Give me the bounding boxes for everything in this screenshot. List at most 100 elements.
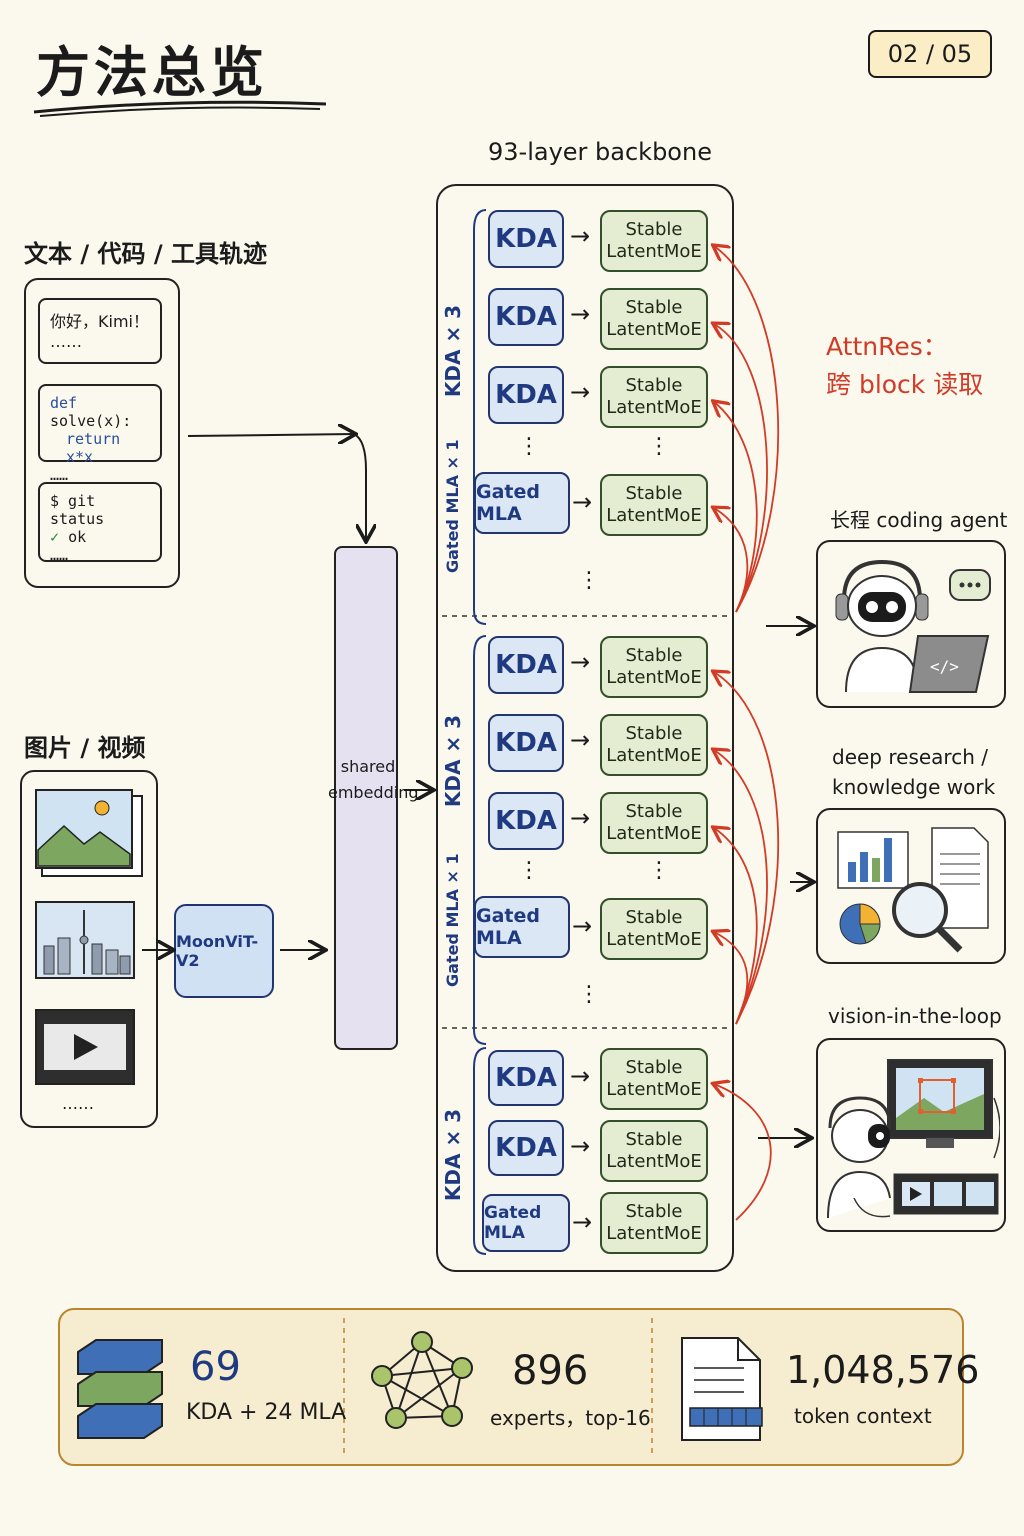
group-brackets [473, 209, 487, 1255]
arrow-right-icon: → [572, 488, 593, 516]
layer-stack-icon [77, 1339, 163, 1439]
research-card [816, 808, 1006, 964]
arrow-right-icon: → [572, 1208, 593, 1236]
code-ellipsis: …… [50, 466, 69, 484]
moe-line2: LatentMoE [606, 1079, 702, 1100]
media-more: …… [62, 1094, 94, 1113]
attnres-line1: AttnRes： [826, 332, 948, 361]
moe-line2: LatentMoE [606, 929, 702, 950]
arrow-right-icon: → [570, 222, 591, 250]
moe-line1: Stable [625, 375, 683, 396]
code-line2: x*x [66, 448, 94, 466]
moe-line1: Stable [625, 645, 683, 666]
stat-context-caption: token context [794, 1404, 932, 1428]
shell-command: $ git status [50, 492, 105, 528]
moe-line2: LatentMoE [606, 319, 702, 340]
research-label-line1: deep research / [832, 745, 988, 769]
image-input-card: …… [20, 770, 158, 1128]
page-title: 方法总览 [36, 41, 268, 104]
chat-bubble: 你好，Kimi！ …… [38, 298, 162, 364]
moonvit-encoder: MoonViT-V2 [174, 904, 274, 998]
robot-laptop-icon: </> [835, 559, 991, 693]
research-label-line2: knowledge work [832, 775, 996, 799]
shared-embedding-block: shared embedding [328, 546, 418, 1050]
moe-line2: LatentMoE [606, 397, 702, 418]
moe-line1: Stable [625, 297, 683, 318]
city-image-icon [35, 901, 135, 979]
landscape-image-icon [35, 789, 143, 877]
moe-line1: Stable [625, 219, 683, 240]
embedding-line2: embedding [328, 783, 419, 802]
attnres-label: AttnRes： 跨 block 读取 [826, 328, 983, 404]
code-keyword-def: def [50, 394, 78, 412]
vertical-ellipsis: ⋮ [648, 858, 670, 883]
research-analytics-icon [837, 827, 989, 953]
video-frame-icon [35, 1009, 135, 1085]
kda-block: KDA [488, 210, 564, 268]
shared-embedding-label: shared embedding [328, 754, 419, 806]
code-line1: solve(x): [50, 412, 132, 430]
kda-block: KDA [488, 714, 564, 772]
moe-line1: Stable [625, 1129, 683, 1150]
stats-bar [58, 1308, 964, 1466]
image-input-label: 图片 / 视频 [24, 734, 146, 762]
text-input-label: 文本 / 代码 / 工具轨迹 [24, 240, 267, 268]
moe-line2: LatentMoE [606, 241, 702, 262]
backbone-title: 93-layer backbone [488, 138, 712, 166]
arrow-right-icon: → [572, 912, 593, 940]
moe-line1: Stable [625, 801, 683, 822]
vertical-ellipsis: ⋮ [648, 434, 670, 459]
moe-line2: LatentMoE [606, 1223, 702, 1244]
title-underline [33, 100, 327, 117]
gated-mla-block: Gated MLA [474, 896, 570, 958]
moe-line2: LatentMoE [606, 667, 702, 688]
vertical-ellipsis: ⋮ [578, 568, 600, 593]
code-keyword-return: return [66, 430, 121, 448]
kda-block: KDA [488, 1120, 564, 1176]
moe-line1: Stable [625, 483, 683, 504]
arrow-right-icon: → [570, 1132, 591, 1160]
kda-block: KDA [488, 792, 564, 850]
moe-line1: Stable [625, 907, 683, 928]
robot-monitor-icon [827, 1059, 1000, 1219]
vertical-ellipsis: ⋮ [518, 434, 540, 459]
code-screen-text: </> [930, 657, 959, 676]
stat-experts-number: 896 [512, 1348, 589, 1394]
shell-ellipsis: …… [50, 546, 69, 564]
vision-loop-card [816, 1038, 1006, 1232]
gated-mla-block: Gated MLA [482, 1194, 570, 1252]
section-dividers [442, 615, 728, 1029]
stat-layers-caption: KDA + 24 MLA [186, 1400, 347, 1425]
arrow-right-icon: → [570, 300, 591, 328]
chat-ellipsis: …… [50, 332, 82, 351]
moe-line2: LatentMoE [606, 505, 702, 526]
kda-block: KDA [488, 1050, 564, 1106]
kda-block: KDA [488, 366, 564, 424]
gated-mla-block: Gated MLA [474, 472, 570, 534]
attnres-line2: 跨 block 读取 [826, 370, 984, 399]
arrow-right-icon: → [570, 378, 591, 406]
embedding-line1: shared [340, 757, 396, 776]
stat-layers-number: 69 [190, 1344, 241, 1390]
page-number-badge: 02 / 05 [868, 30, 992, 78]
document-tokens-icon [681, 1337, 763, 1441]
chat-text: 你好，Kimi！ [50, 312, 149, 331]
kda-block: KDA [488, 288, 564, 346]
moe-line1: Stable [625, 1201, 683, 1222]
expert-network-icon [371, 1331, 473, 1429]
stat-context-number: 1,048,576 [786, 1348, 980, 1392]
arrow-right-icon: → [570, 648, 591, 676]
